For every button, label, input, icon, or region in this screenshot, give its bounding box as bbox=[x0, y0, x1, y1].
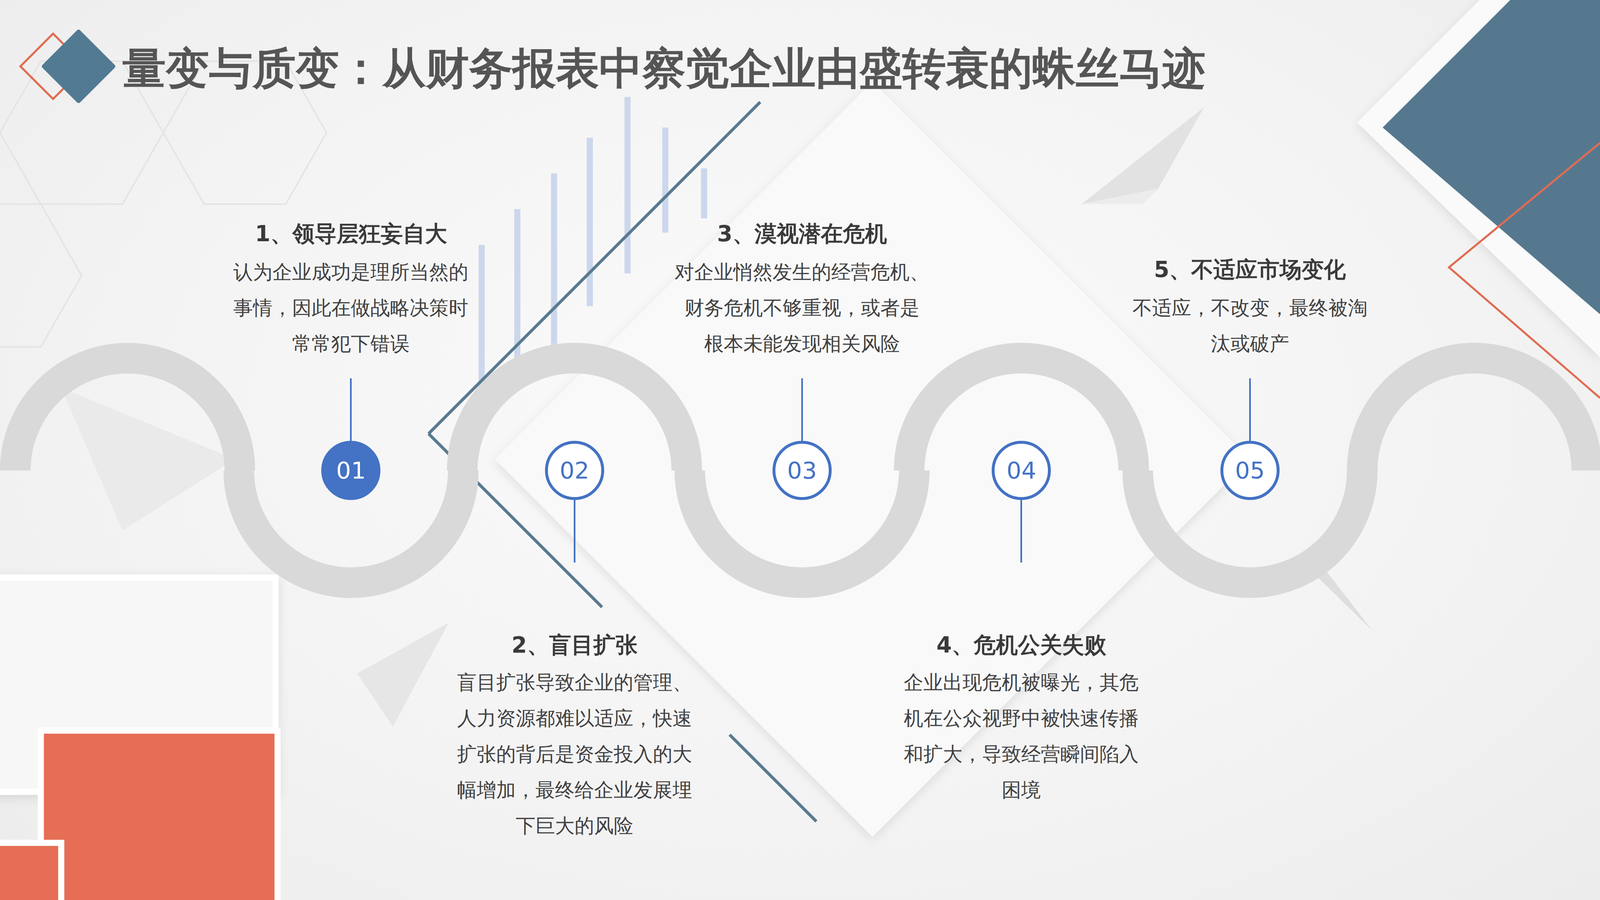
white-diamond bbox=[1357, 0, 1600, 358]
leader-line bbox=[350, 378, 352, 441]
wave-track bbox=[15, 358, 1587, 583]
item-heading: 4、危机公关失败 bbox=[936, 630, 1107, 660]
step-node: 3、漠视潜在危机对企业悄然发生的经营危机、 财务危机不够重视，或者是 根本未能发… bbox=[643, 219, 961, 500]
item-heading: 5、不适应市场变化 bbox=[1154, 255, 1347, 285]
callout-number: 01 bbox=[336, 457, 366, 483]
item-description: 认为企业成功是理所当然的 事情，因此在做战略决策时 常常犯下错误 bbox=[232, 254, 470, 362]
item-description: 对企业悄然发生的经营危机、 财务危机不够重视，或者是 根本未能发现相关风险 bbox=[673, 254, 931, 362]
title-icon bbox=[43, 31, 114, 102]
number-circle: 04 bbox=[991, 440, 1051, 500]
step-node: 1、领导层狂妄自大认为企业成功是理所当然的 事情，因此在做战略决策时 常常犯下错… bbox=[192, 219, 510, 500]
callout-number: 02 bbox=[559, 457, 590, 483]
item-heading: 1、领导层狂妄自大 bbox=[255, 219, 448, 249]
slate-square bbox=[1382, 0, 1600, 315]
item-description: 不适应，不改变，最终被淘 汰或破产 bbox=[1131, 290, 1369, 362]
leader-line bbox=[1020, 500, 1023, 563]
title: 量变与质变：从财务报表中察觉企业由盛转衰的蛛丝马迹 bbox=[122, 41, 1206, 95]
number-circle: 01 bbox=[321, 440, 381, 500]
leader-line bbox=[573, 500, 576, 563]
callout-number: 04 bbox=[1006, 457, 1037, 483]
leader-line bbox=[801, 378, 803, 441]
number-circle: 02 bbox=[545, 440, 605, 500]
item-description: 盲目扩张导致企业的管理、 人力资源都难以适应，快速 扩张的背后是资金投入的大 幅… bbox=[455, 664, 694, 844]
callout-number: 03 bbox=[787, 457, 817, 483]
number-circle: 03 bbox=[772, 440, 832, 500]
item-heading: 3、漠视潜在危机 bbox=[717, 219, 888, 249]
step-node: 02 2、盲目扩张盲目扩张导致企业的管理、 人力资源都难以适应，快速 扩张的背后是… bbox=[416, 440, 733, 844]
step-node: 5、不适应市场变化不适应，不改变，最终被淘 汰或破产 05 bbox=[1091, 255, 1409, 500]
orange-square bbox=[40, 730, 278, 900]
number-circle: 05 bbox=[1220, 440, 1280, 500]
item-heading: 2、盲目扩张 bbox=[511, 630, 638, 660]
callout-number: 05 bbox=[1235, 457, 1265, 483]
item-description: 企业出现危机被曝光，其危 机在公众视野中被快速传播 和扩大，导致经营瞬间陷入 困… bbox=[902, 664, 1140, 808]
step-node: 04 4、危机公关失败企业出现危机被曝光，其危 机在公众视野中被快速传播 和扩大，… bbox=[862, 440, 1180, 808]
orange-square bbox=[0, 842, 62, 900]
leader-line bbox=[1249, 378, 1251, 441]
